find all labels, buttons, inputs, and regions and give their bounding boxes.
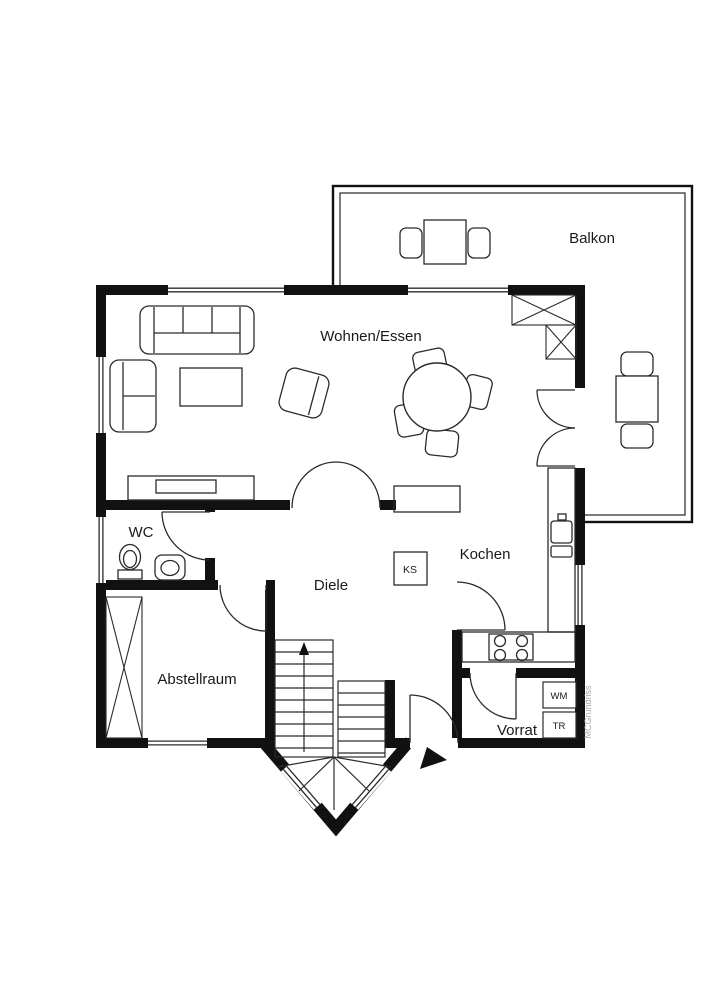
room-label-wc: WC	[129, 524, 154, 541]
room-label-abstellraum: Abstellraum	[157, 671, 236, 688]
label-fridge: KS	[403, 564, 417, 576]
fridge-icon	[393, 551, 428, 586]
window-right-kitchen	[575, 565, 585, 625]
label-dryer: TR	[553, 721, 566, 732]
wc-fixtures	[117, 543, 186, 581]
room-label-diele: Diele	[314, 577, 348, 594]
living-room-opening	[291, 461, 381, 509]
wall-arch-stub	[380, 500, 396, 510]
watermark-text: MCGrundriss	[583, 685, 593, 739]
utility-appliances	[542, 681, 577, 739]
wall-vorrat-west	[452, 630, 462, 748]
chair-icon	[424, 428, 460, 458]
chair-icon	[620, 423, 654, 449]
window-line	[286, 765, 321, 805]
room-label-kochen: Kochen	[460, 546, 511, 563]
balcony-table-set-right	[615, 351, 659, 449]
stair-winder-steps	[276, 756, 392, 810]
window-line	[355, 769, 389, 809]
windows	[96, 285, 585, 748]
sofa-icon	[139, 305, 255, 355]
kitchen-door	[456, 581, 506, 631]
abstellraum-door	[218, 580, 267, 632]
bay-window-gap	[349, 764, 392, 810]
label-washing-machine: WM	[551, 691, 568, 702]
armchair-icon	[109, 359, 157, 433]
entrance-arrow-icon	[420, 747, 447, 769]
room-label-vorrat: Vorrat	[497, 722, 538, 739]
room-label-balkon: Balkon	[569, 230, 615, 247]
entrance-door	[409, 694, 459, 748]
window-top-1	[168, 285, 284, 295]
window-line	[351, 766, 386, 806]
wc-door	[161, 511, 215, 561]
kitchen-counter-top	[393, 485, 461, 513]
doors	[161, 388, 585, 748]
apartment-floor	[96, 285, 585, 831]
wall-vorrat-north	[452, 668, 585, 678]
sink-icon	[550, 513, 573, 558]
wall-stair-west	[265, 590, 275, 748]
room-labels: Balkon Wohnen/Essen WC Diele Kochen Abst…	[129, 230, 615, 739]
window-line	[283, 768, 317, 808]
stair-direction-arrow-icon	[299, 642, 309, 752]
stove-icon	[488, 633, 534, 662]
kitchen-counter-bottom	[461, 631, 576, 663]
staircase	[274, 639, 392, 810]
window-left-wc	[96, 517, 106, 583]
shafts	[105, 294, 577, 739]
chair-icon	[467, 227, 491, 259]
wall-right-upper	[575, 295, 585, 388]
wall-left	[96, 285, 106, 748]
stair-flight-right	[337, 680, 386, 758]
window-bottom-abstellraum	[148, 738, 207, 748]
wall-abstellraum-north	[106, 580, 275, 590]
bay-window-gap	[280, 764, 323, 810]
stair-flight-left	[274, 639, 334, 758]
table-icon	[423, 219, 467, 265]
dining-table-icon	[402, 362, 472, 432]
wall-stair-east	[385, 680, 395, 748]
living-room-furniture	[109, 305, 493, 501]
coffee-table-icon	[179, 367, 243, 407]
chimney-shaft-icon	[511, 294, 577, 360]
kitchen-fittings	[393, 467, 576, 663]
balcony	[331, 184, 694, 524]
toilet-icon	[117, 543, 143, 580]
wall-top	[96, 285, 585, 295]
vorrat-door	[469, 668, 517, 720]
chair-icon	[399, 227, 423, 259]
wall-bottom-right	[395, 738, 585, 748]
window-top-2	[408, 285, 508, 295]
armchair-icon	[278, 367, 330, 419]
dryer-icon	[542, 711, 577, 739]
window-left-living	[96, 357, 106, 433]
wall-wohnen-south	[106, 500, 290, 510]
washing-machine-icon	[542, 681, 577, 709]
sideboard-icon	[127, 475, 255, 501]
chair-icon	[620, 351, 654, 377]
balcony-table-set-top	[399, 219, 491, 265]
table-icon	[615, 375, 659, 423]
storage-shaft-icon	[105, 596, 143, 739]
balcony-door	[536, 388, 585, 468]
washbasin-icon	[154, 554, 186, 581]
entrance-bay	[257, 737, 415, 837]
room-label-wohnen: Wohnen/Essen	[320, 328, 421, 345]
